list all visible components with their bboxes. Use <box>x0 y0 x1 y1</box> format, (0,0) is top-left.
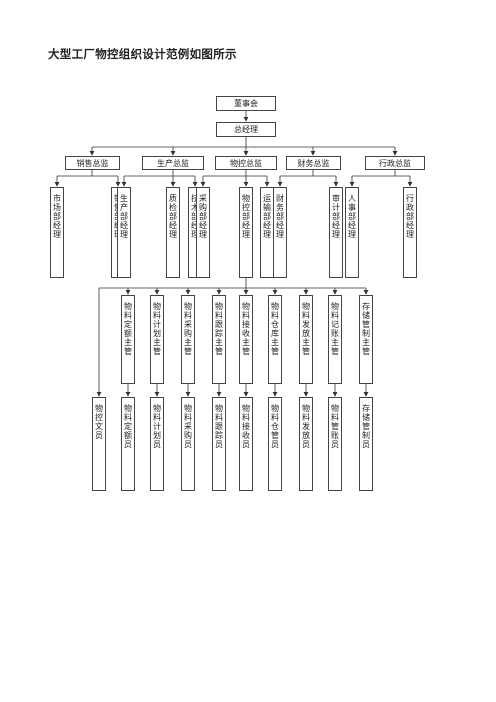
staff-label: 物料接收员 <box>241 404 251 449</box>
node-director-finance: 财务总监 <box>286 156 341 170</box>
manager-label: 技术部经理 <box>190 194 200 239</box>
node-manager: 审计部经理 <box>329 187 343 278</box>
node-board: 董事会 <box>216 96 276 111</box>
manager-label: 财务部经理 <box>275 194 285 239</box>
node-supervisor: 物料发放主管 <box>299 295 313 384</box>
director-label: 物控总监 <box>230 158 262 168</box>
node-supervisor: 物料跟踪主管 <box>212 295 226 384</box>
supervisor-label: 物料计划主管 <box>152 302 162 356</box>
director-label: 行政总监 <box>379 158 411 168</box>
node-manager: 市场部经理 <box>50 187 64 278</box>
node-staff: 物料仓管员 <box>268 397 282 491</box>
node-manager: 行政部经理 <box>403 187 417 278</box>
manager-label: 行政部经理 <box>405 194 415 239</box>
staff-label: 物料仓管员 <box>270 404 280 449</box>
staff-label: 物料采购员 <box>183 404 193 449</box>
supervisor-label: 物料仓库主管 <box>270 302 280 356</box>
node-director-material: 物控总监 <box>215 156 277 170</box>
node-manager: 采购部经理 <box>196 187 210 278</box>
staff-label: 物料计划员 <box>152 404 162 449</box>
node-manager: 质检部经理 <box>166 187 180 278</box>
node-staff: 物料跟踪员 <box>212 397 226 491</box>
staff-label: 物控文员 <box>94 404 104 440</box>
node-manager: 人事部经理 <box>345 187 359 278</box>
node-manager: 财务部经理 <box>273 187 287 278</box>
node-staff: 物料发放员 <box>299 397 313 491</box>
staff-label: 物料跟踪员 <box>214 404 224 449</box>
node-board-label: 董事会 <box>234 99 258 108</box>
node-supervisor: 存储管制主管 <box>359 295 373 384</box>
node-staff: 存储管制员 <box>359 397 373 491</box>
supervisor-label: 物料跟踪主管 <box>214 302 224 356</box>
staff-label: 存储管制员 <box>361 404 371 449</box>
manager-label: 采购部经理 <box>198 194 208 239</box>
node-staff: 物料计划员 <box>150 397 164 491</box>
node-director-sales: 销售总监 <box>65 156 120 170</box>
node-staff: 物料管账员 <box>328 397 342 491</box>
manager-label: 生产部经理 <box>119 194 129 239</box>
supervisor-label: 物料采购主管 <box>183 302 193 356</box>
staff-label: 物料管账员 <box>330 404 340 449</box>
staff-label: 物料定额员 <box>123 404 133 449</box>
node-supervisor: 物料采购主管 <box>181 295 195 384</box>
node-supervisor: 物料接收主管 <box>239 295 253 384</box>
staff-label: 物料发放员 <box>301 404 311 449</box>
manager-label: 质检部经理 <box>168 194 178 239</box>
node-director-production: 生产总监 <box>142 156 204 170</box>
node-staff-clerk: 物控文员 <box>92 397 106 491</box>
node-director-admin: 行政总监 <box>365 156 425 170</box>
manager-label: 审计部经理 <box>331 194 341 239</box>
node-staff: 物料采购员 <box>181 397 195 491</box>
node-general-manager-label: 总经理 <box>234 125 258 134</box>
supervisor-label: 物料接收主管 <box>241 302 251 356</box>
supervisor-label: 物料记账主管 <box>330 302 340 356</box>
node-supervisor: 物料定额主管 <box>121 295 135 384</box>
node-manager: 生产部经理 <box>117 187 131 278</box>
supervisor-label: 存储管制主管 <box>361 302 371 356</box>
page-title: 大型工厂物控组织设计范例如图所示 <box>48 47 237 61</box>
director-label: 财务总监 <box>297 158 330 168</box>
node-supervisor: 物料记账主管 <box>328 295 342 384</box>
supervisor-label: 物料发放主管 <box>301 302 311 356</box>
manager-label: 市场部经理 <box>52 194 62 239</box>
supervisor-label: 物料定额主管 <box>123 302 133 356</box>
node-staff: 物料接收员 <box>239 397 253 491</box>
manager-label: 运输部经理 <box>262 194 272 239</box>
manager-label: 物控部经理 <box>241 194 251 239</box>
director-label: 销售总监 <box>76 158 109 168</box>
node-supervisor: 物料仓库主管 <box>268 295 282 384</box>
director-label: 生产总监 <box>157 158 189 168</box>
node-manager: 运输部经理 <box>260 187 274 278</box>
node-general-manager: 总经理 <box>216 122 276 137</box>
node-supervisor: 物料计划主管 <box>150 295 164 384</box>
node-staff: 物料定额员 <box>121 397 135 491</box>
node-manager-material-control: 物控部经理 <box>239 187 253 278</box>
manager-label: 人事部经理 <box>347 194 357 239</box>
